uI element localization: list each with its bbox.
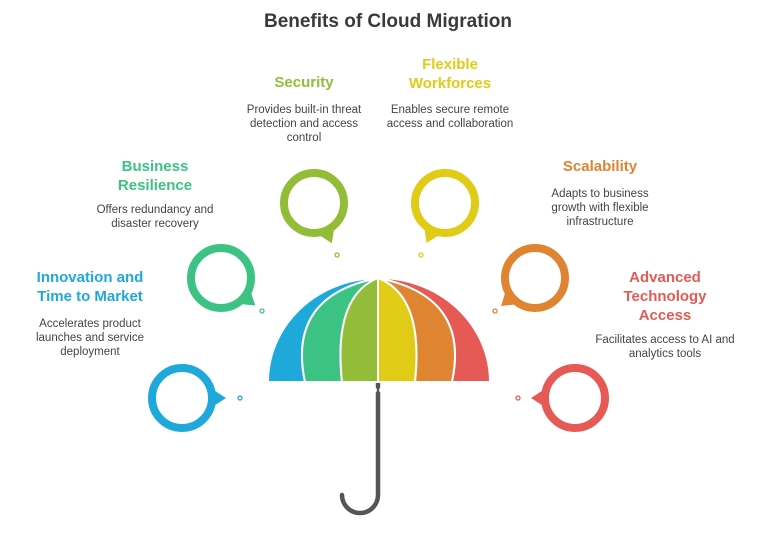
speech-bubble-circle: [280, 169, 348, 237]
speech-bubble-circle: [148, 364, 216, 432]
droplet-dot: [259, 308, 265, 314]
umbrella-scallop: [453, 383, 489, 397]
benefit-title-security: Security: [274, 74, 334, 91]
diagram-title: Benefits of Cloud Migration: [263, 11, 513, 32]
benefit-title-resilience: Business Resilience: [117, 158, 193, 194]
benefit-desc-resilience: Offers redundancy and disaster recovery: [96, 204, 214, 230]
umbrella-scallop: [343, 383, 377, 397]
umbrella-panel: [377, 276, 492, 383]
droplet-dot: [418, 252, 424, 258]
umbrella-scallop: [379, 383, 414, 397]
benefit-title-scalability: Scalability: [562, 158, 638, 175]
benefit-title-innovation: Innovation and Time to Market: [36, 269, 144, 305]
speech-bubble-circle: [187, 244, 255, 312]
umbrella-scallop: [306, 383, 341, 397]
droplet-dot: [237, 395, 243, 401]
droplet-dot: [334, 252, 340, 258]
droplet-dot: [492, 308, 498, 314]
benefit-desc-innovation: Accelerates product launches and service…: [35, 318, 145, 358]
benefit-desc-scalability: Adapts to business growth with flexible …: [551, 188, 649, 228]
droplet-dot: [515, 395, 521, 401]
benefit-title-technology: Advanced Technology Access: [623, 269, 707, 324]
benefit-desc-technology: Facilitates access to AI and analytics t…: [595, 334, 735, 360]
benefit-desc-security: Provides built-in threat detection and a…: [246, 104, 362, 144]
benefit-desc-workforces: Enables secure remote access and collabo…: [386, 104, 514, 130]
speech-bubble-circle: [541, 364, 609, 432]
umbrella-handle: [339, 377, 381, 516]
benefit-title-workforces: Flexible Workforces: [408, 56, 492, 92]
speech-bubble-circle: [411, 169, 479, 237]
umbrella-scallop: [269, 383, 304, 397]
umbrella-scallop: [416, 383, 451, 397]
speech-bubble-circle: [501, 244, 569, 312]
